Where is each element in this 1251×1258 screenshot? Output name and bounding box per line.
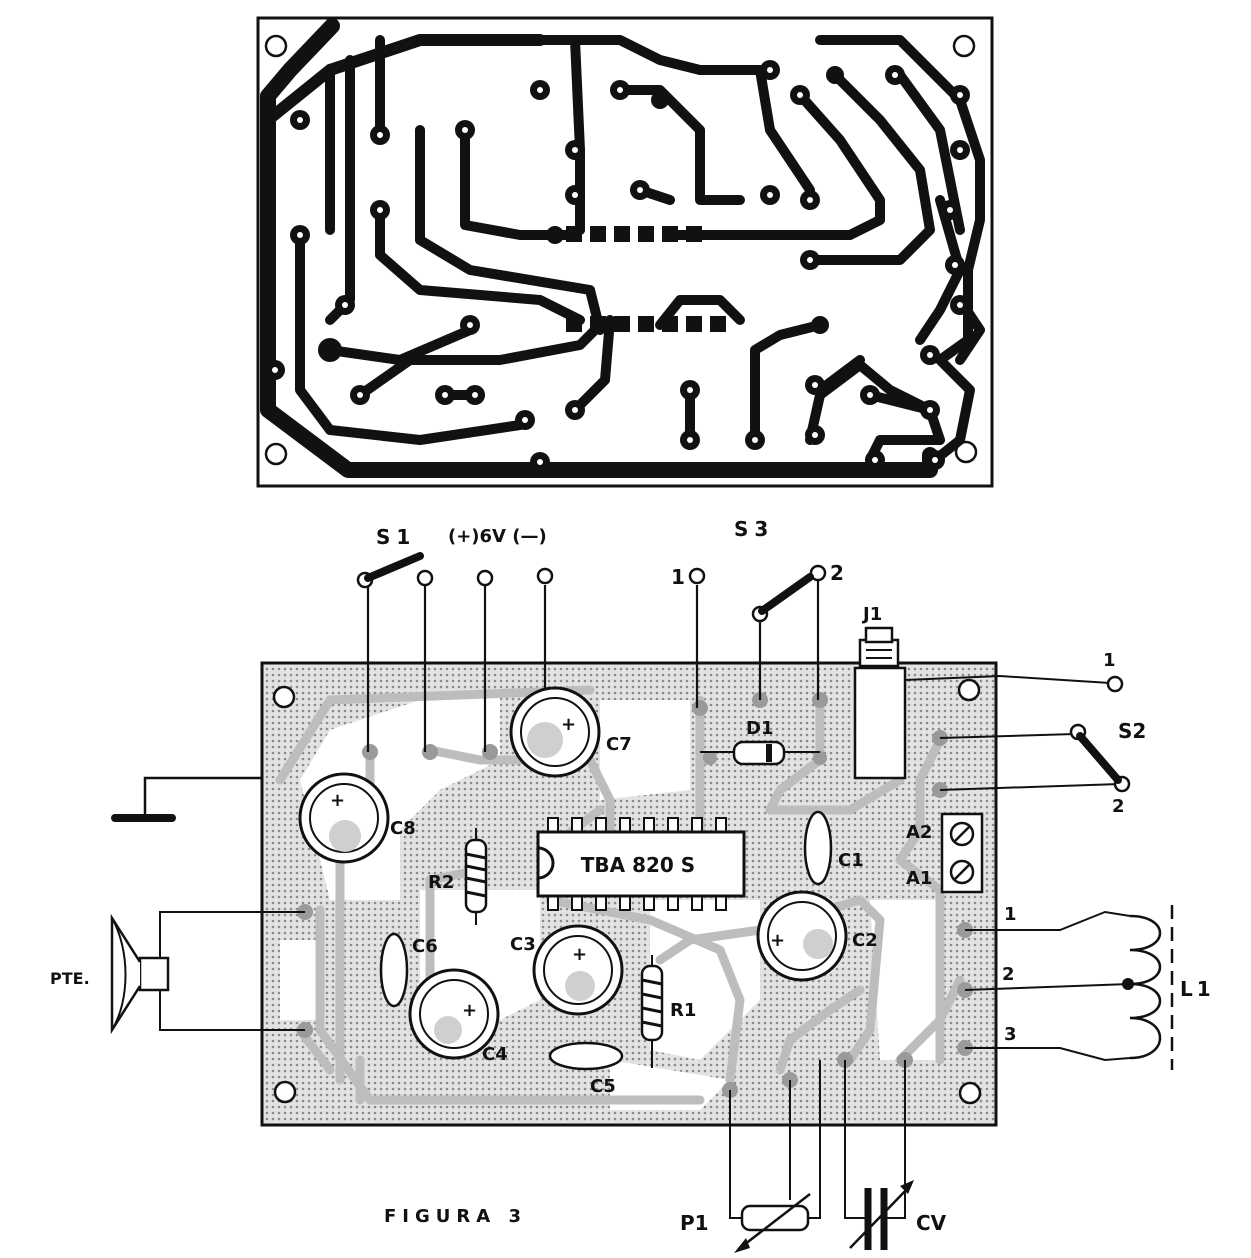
l1-pin3-label: 3 (1004, 1024, 1017, 1045)
r1-label: R1 (670, 1000, 696, 1021)
mounting-hole (952, 34, 976, 58)
svg-text:+: + (462, 1000, 477, 1021)
j1-label: J1 (861, 604, 882, 625)
capacitor-c3: + (532, 924, 624, 1016)
capacitor-c6 (379, 932, 409, 1008)
c8-label: C8 (390, 818, 416, 839)
capacitor-c1 (803, 810, 833, 886)
s3-pin1-label: 1 (671, 565, 685, 589)
s1-terminal (416, 569, 434, 587)
d1-label: D1 (746, 718, 773, 739)
antenna-terminal-block (940, 812, 984, 894)
s1-label: S1 (376, 525, 416, 549)
variable-capacitor-cv (844, 1060, 914, 1250)
a2-label: A2 (906, 822, 932, 843)
power-positive-terminal (476, 569, 494, 587)
r2-label: R2 (428, 872, 454, 893)
capacitor-c5 (548, 1041, 624, 1071)
c2-label: C2 (852, 930, 878, 951)
labels: S1 (+)6V (—) S3 1 2 J1 1 S2 2 D1 C7 C8 R… (50, 517, 1215, 1235)
speaker (110, 911, 305, 1035)
p1-label: P1 (680, 1211, 709, 1235)
capacitor-c2: + (756, 890, 848, 982)
switch-s2 (904, 674, 1131, 793)
s2-pin1-label: 1 (1103, 650, 1116, 671)
c1-label: C1 (838, 850, 864, 871)
pcb-copper-outline (256, 16, 994, 488)
c6-label: C6 (412, 936, 438, 957)
pcb-copper-layout (256, 16, 994, 488)
a1-label: A1 (906, 868, 932, 889)
s3-lever (758, 573, 814, 615)
s3-label: S3 (734, 517, 774, 541)
c3-label: C3 (510, 934, 536, 955)
mounting-hole (264, 442, 288, 466)
svg-text:+: + (330, 790, 345, 811)
potentiometer-p1 (729, 1060, 821, 1253)
capacitor-c7: + (509, 686, 601, 778)
s1-lever (364, 552, 424, 582)
ic-tba820s: TBA 820 S (536, 817, 746, 911)
l1-pin1-label: 1 (1004, 904, 1017, 925)
s3-terminal-1 (688, 567, 706, 585)
resistor-r1 (640, 955, 664, 1068)
jack-j1 (853, 626, 907, 780)
diode-d1 (700, 740, 820, 766)
l1-label: L1 (1180, 977, 1215, 1001)
component-layout: + + + + + (110, 552, 1174, 1253)
mounting-hole (264, 34, 288, 58)
c7-label: C7 (606, 734, 632, 755)
board-mounting-holes (272, 678, 982, 1105)
s3-pin2-label: 2 (830, 561, 844, 585)
power-label: (+)6V (—) (448, 526, 547, 547)
mounting-hole (954, 440, 978, 464)
power-negative-terminal (536, 567, 554, 585)
capacitor-c8: + (298, 772, 390, 864)
ic-label: TBA 820 S (581, 853, 695, 877)
s2-pin2-label: 2 (1112, 796, 1125, 817)
capacitor-c4: + (408, 968, 500, 1060)
speaker-label: PTE. (50, 969, 90, 988)
resistor-r2 (464, 828, 488, 925)
cv-label: CV (916, 1211, 947, 1235)
coil-l1 (964, 905, 1174, 1070)
c4-label: C4 (482, 1044, 508, 1065)
s3-terminal-2 (809, 564, 827, 582)
copper-pads (265, 60, 970, 472)
s2-label: S2 (1118, 719, 1146, 743)
l1-pin2-label: 2 (1002, 964, 1015, 985)
c5-label: C5 (590, 1076, 616, 1097)
ground-symbol (111, 776, 262, 822)
svg-text:+: + (770, 930, 785, 951)
svg-text:+: + (572, 944, 587, 965)
figure-caption: FIGURA 3 (384, 1206, 527, 1227)
copper-traces (260, 18, 985, 478)
svg-text:+: + (561, 714, 576, 735)
top-terminals (356, 552, 827, 752)
